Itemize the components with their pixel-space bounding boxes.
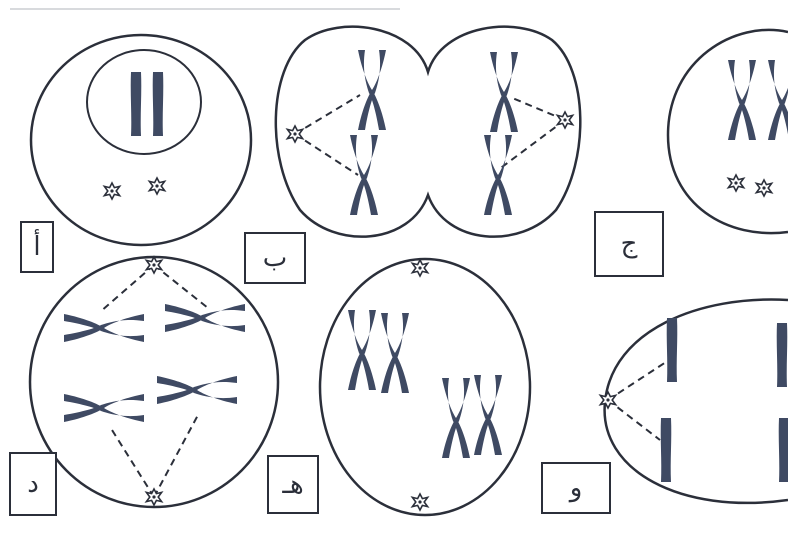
cell-b xyxy=(276,27,580,237)
cell-a xyxy=(31,35,251,245)
label-c: ج xyxy=(594,211,664,277)
label-b: ب xyxy=(244,232,306,284)
label-f: و xyxy=(541,462,611,514)
cell-e xyxy=(320,259,530,515)
cell-d xyxy=(30,257,278,507)
cell-c xyxy=(668,30,788,233)
label-e: هـ xyxy=(267,455,319,514)
cell-f xyxy=(600,300,788,503)
label-d: د xyxy=(9,452,57,516)
label-a: أ xyxy=(20,221,54,273)
